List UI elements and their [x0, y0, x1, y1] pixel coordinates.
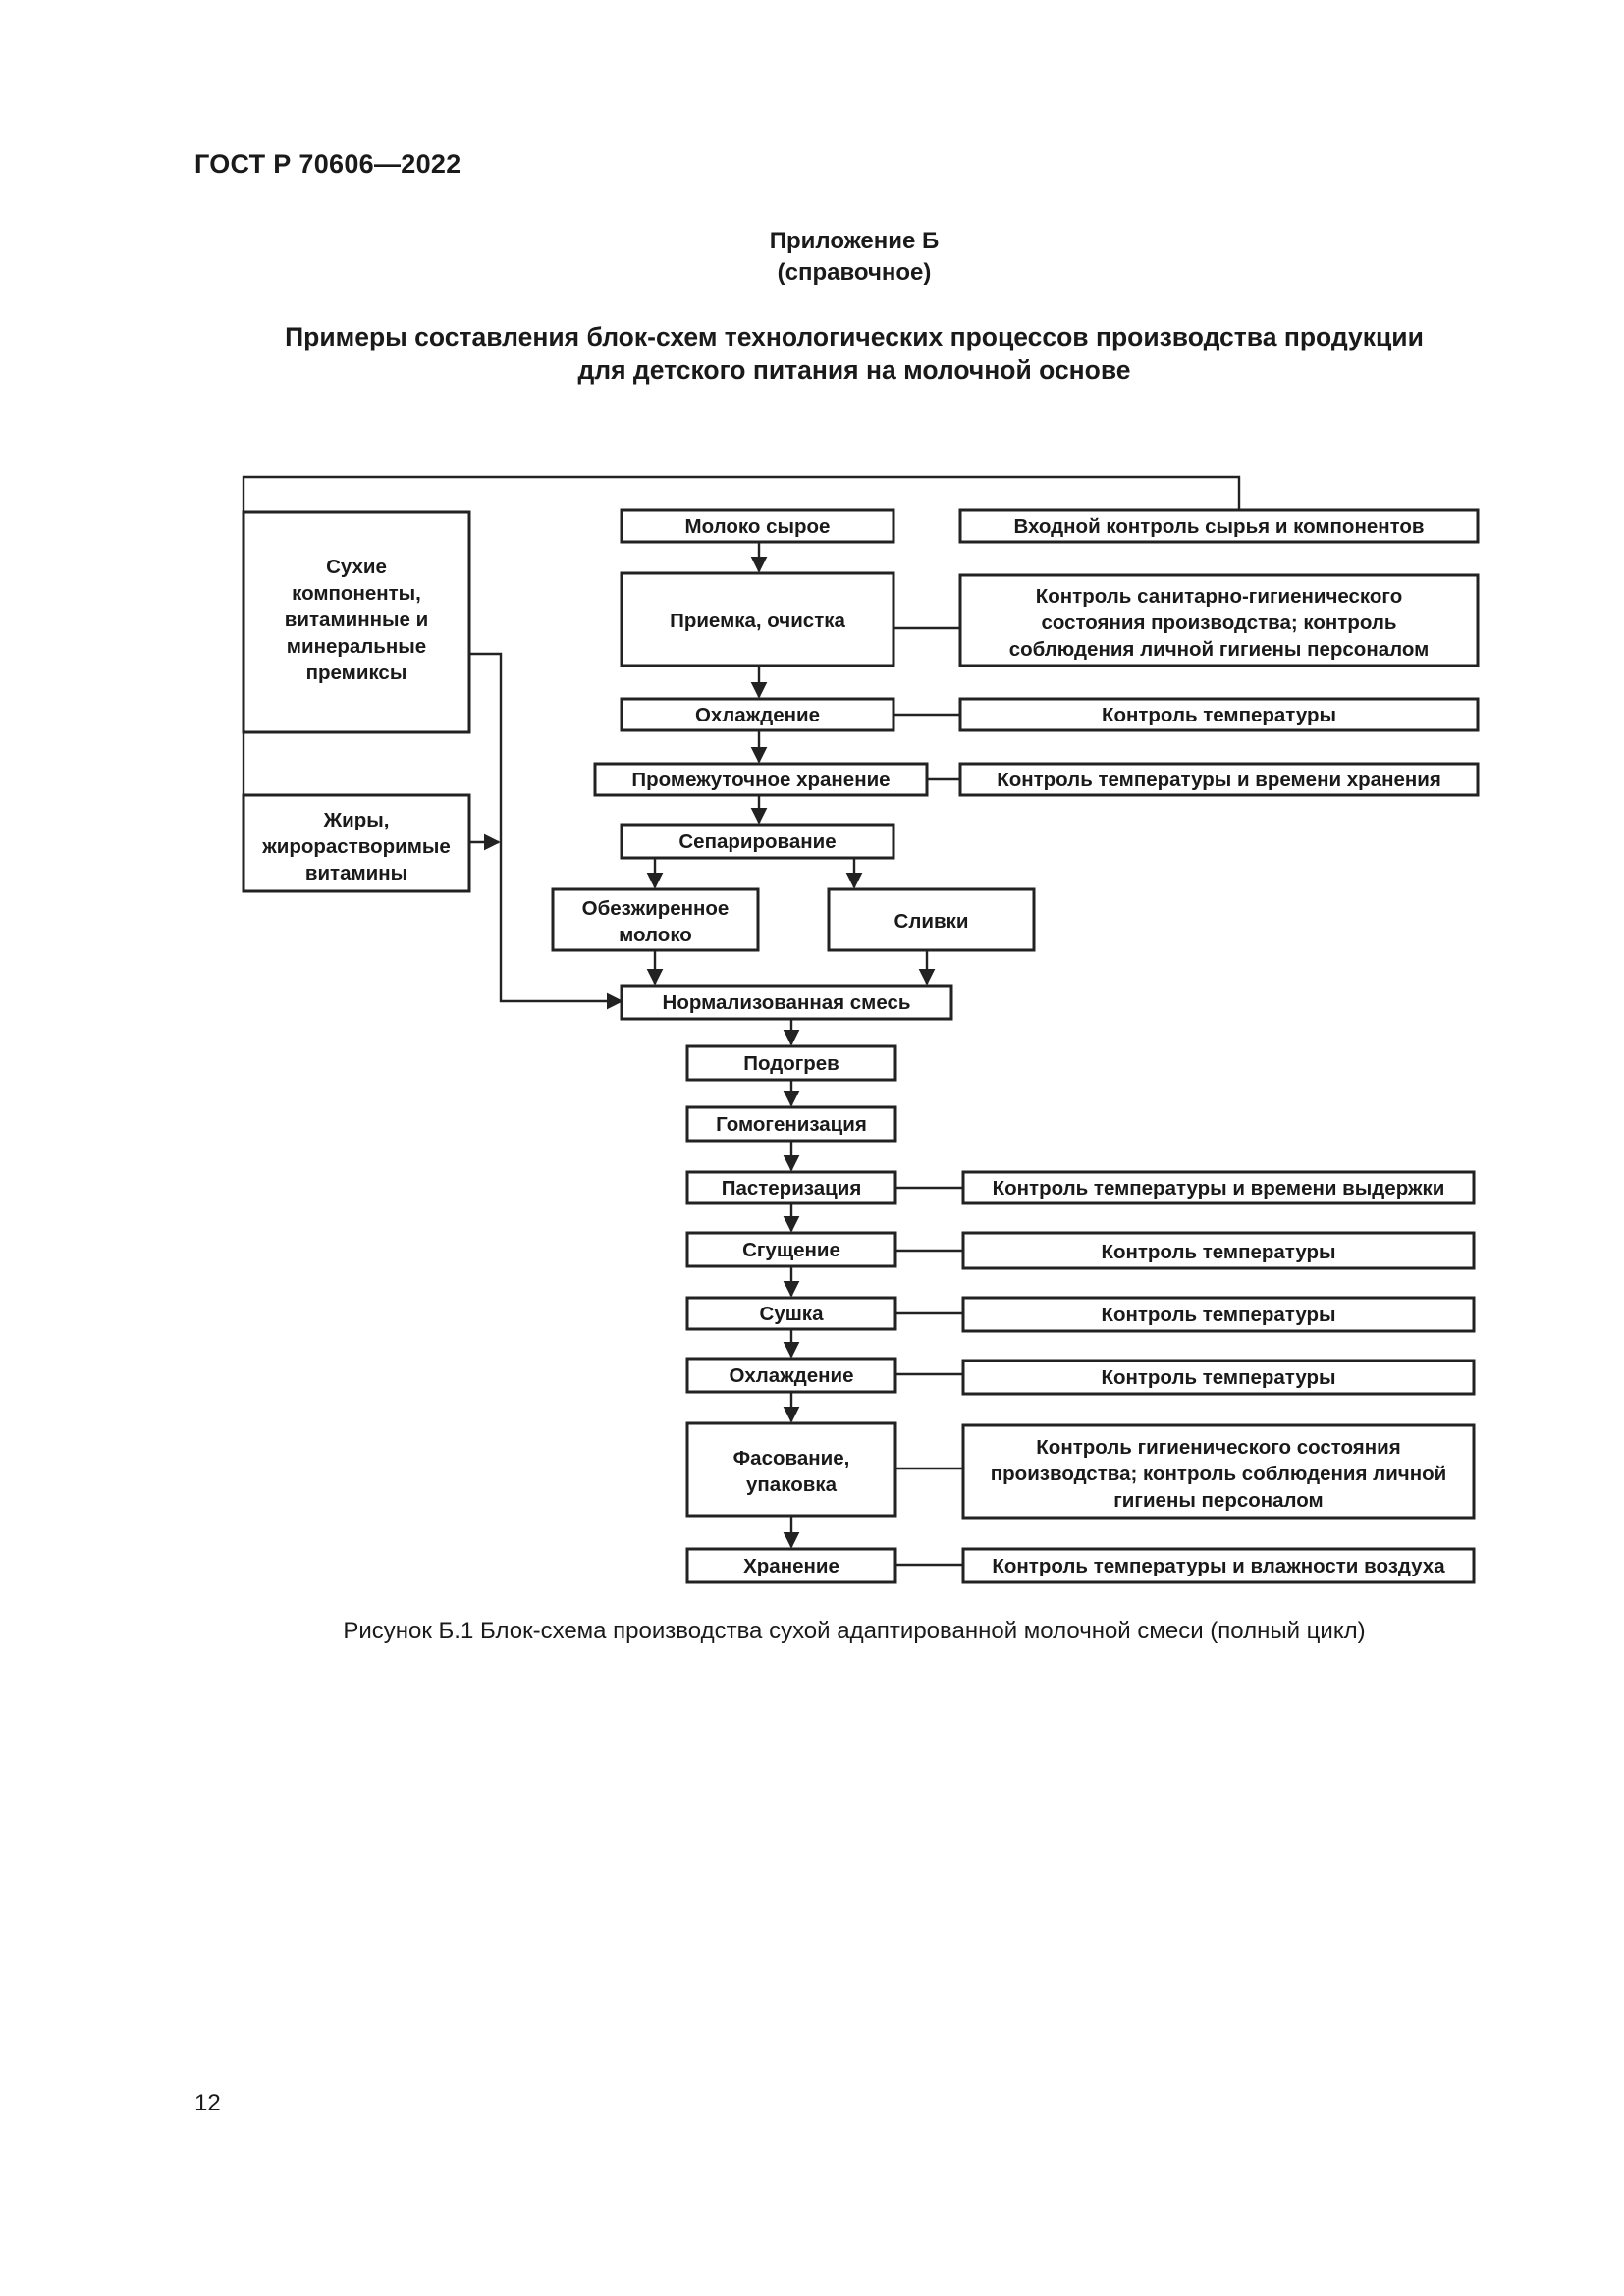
box-fats-line-2: жирорастворимые: [261, 835, 451, 858]
box-skim-milk: Обезжиренное молоко: [551, 887, 760, 952]
box-humidity-control-label: Контроль температуры и влажности воздуха: [992, 1555, 1445, 1577]
document-code: ГОСТ Р 70606—2022: [194, 149, 461, 179]
box-temp-control-3-label: Контроль температуры: [1101, 1304, 1335, 1326]
main-title-line-2: для детского питания на молочной основе: [577, 355, 1131, 385]
box-dry-components-line-2: компоненты,: [292, 582, 421, 605]
box-pasteurization: Пастеризация: [685, 1170, 897, 1205]
figure-caption: Рисунок Б.1 Блок-схема производства сухо…: [343, 1618, 1366, 1644]
box-final-storage: Хранение: [685, 1547, 897, 1584]
box-incoming-control-label: Входной контроль сырья и компонентов: [1013, 515, 1424, 538]
box-dry-components-line-3: витаминные и: [285, 609, 428, 631]
box-pasteurization-label: Пастеризация: [722, 1177, 862, 1200]
annex-subtitle: (справочное): [777, 259, 932, 286]
box-hygiene-control-line-3: гигиены персоналом: [1113, 1489, 1323, 1512]
box-pasteurization-control: Контроль температуры и времени выдержки: [961, 1170, 1476, 1205]
box-normalized-mix-label: Нормализованная смесь: [663, 991, 911, 1014]
box-drying-label: Сушка: [760, 1303, 825, 1325]
box-cooling-1: Охлаждение: [620, 697, 895, 732]
box-hygiene-control-line-2: производства; контроль соблюдения личной: [991, 1463, 1446, 1485]
box-intermediate-storage-label: Промежуточное хранение: [631, 769, 890, 791]
box-separation-label: Сепарирование: [678, 830, 836, 853]
box-incoming-control: Входной контроль сырья и компонентов: [958, 508, 1480, 544]
main-title-line-1: Примеры составления блок-схем технологич…: [285, 322, 1424, 351]
box-sanitary-control: Контроль санитарно-гигиенического состоя…: [958, 573, 1480, 667]
box-cream: Сливки: [827, 887, 1036, 952]
box-cooling-1-label: Охлаждение: [695, 704, 820, 726]
box-skim-milk-line-1: Обезжиренное: [582, 897, 730, 920]
box-dry-components: Сухие компоненты, витаминные и минеральн…: [242, 510, 471, 734]
box-raw-milk: Молоко сырое: [620, 508, 895, 544]
box-reception-label: Приемка, очистка: [670, 610, 845, 632]
box-temp-control-1: Контроль температуры: [958, 697, 1480, 732]
box-dry-components-line-1: Сухие: [326, 556, 387, 578]
box-homogenization: Гомогенизация: [685, 1105, 897, 1143]
box-temp-control-4: Контроль температуры: [961, 1359, 1476, 1396]
box-fats-line-3: витамины: [305, 862, 407, 884]
box-intermediate-storage: Промежуточное хранение: [593, 762, 929, 797]
box-humidity-control: Контроль температуры и влажности воздуха: [961, 1547, 1476, 1584]
box-sanitary-control-line-2: состояния производства; контроль: [1041, 612, 1396, 634]
box-homogenization-label: Гомогенизация: [716, 1113, 867, 1136]
box-drying: Сушка: [685, 1296, 897, 1331]
box-packing: Фасование, упаковка: [685, 1421, 897, 1518]
box-normalized-mix: Нормализованная смесь: [620, 984, 953, 1021]
annex-title: Приложение Б: [769, 228, 940, 254]
box-cooling-2: Охлаждение: [685, 1357, 897, 1394]
box-storage-control: Контроль температуры и времени хранения: [958, 762, 1480, 797]
edge-dry-to-normalized: [469, 652, 623, 1010]
box-hygiene-control-line-1: Контроль гигиенического состояния: [1036, 1436, 1400, 1459]
box-final-storage-label: Хранение: [743, 1555, 839, 1577]
box-fats-line-1: Жиры,: [323, 809, 390, 831]
box-dry-components-line-5: премиксы: [306, 662, 407, 684]
box-sanitary-control-line-1: Контроль санитарно-гигиенического: [1036, 585, 1402, 608]
box-hygiene-control: Контроль гигиенического состояния произв…: [961, 1423, 1476, 1520]
box-raw-milk-label: Молоко сырое: [685, 515, 831, 538]
box-reception: Приемка, очистка: [620, 571, 895, 667]
box-cream-label: Сливки: [894, 910, 969, 933]
box-temp-control-3: Контроль температуры: [961, 1296, 1476, 1333]
box-sanitary-control-line-3: соблюдения личной гигиены персоналом: [1009, 638, 1430, 661]
box-pasteurization-control-label: Контроль температуры и времени выдержки: [993, 1177, 1445, 1200]
box-storage-control-label: Контроль температуры и времени хранения: [997, 769, 1441, 791]
box-separation: Сепарирование: [620, 823, 895, 860]
box-temp-control-2: Контроль температуры: [961, 1231, 1476, 1270]
box-packing-line-2: упаковка: [746, 1473, 838, 1496]
process-flowchart: Молоко сырое Входной контроль сырья и ко…: [242, 475, 1480, 1584]
box-dry-components-line-4: минеральные: [287, 635, 426, 658]
box-heating: Подогрев: [685, 1044, 897, 1082]
box-skim-milk-line-2: молоко: [619, 924, 692, 946]
box-temp-control-1-label: Контроль температуры: [1102, 704, 1336, 726]
box-heating-label: Подогрев: [743, 1052, 839, 1075]
box-packing-line-1: Фасование,: [733, 1447, 850, 1469]
box-fats: Жиры, жирорастворимые витамины: [242, 793, 471, 893]
box-temp-control-4-label: Контроль температуры: [1101, 1366, 1335, 1389]
box-thickening-label: Сгущение: [742, 1239, 840, 1261]
page-number: 12: [194, 2090, 221, 2116]
box-thickening: Сгущение: [685, 1231, 897, 1268]
box-temp-control-2-label: Контроль температуры: [1101, 1241, 1335, 1263]
box-cooling-2-label: Охлаждение: [729, 1364, 853, 1387]
